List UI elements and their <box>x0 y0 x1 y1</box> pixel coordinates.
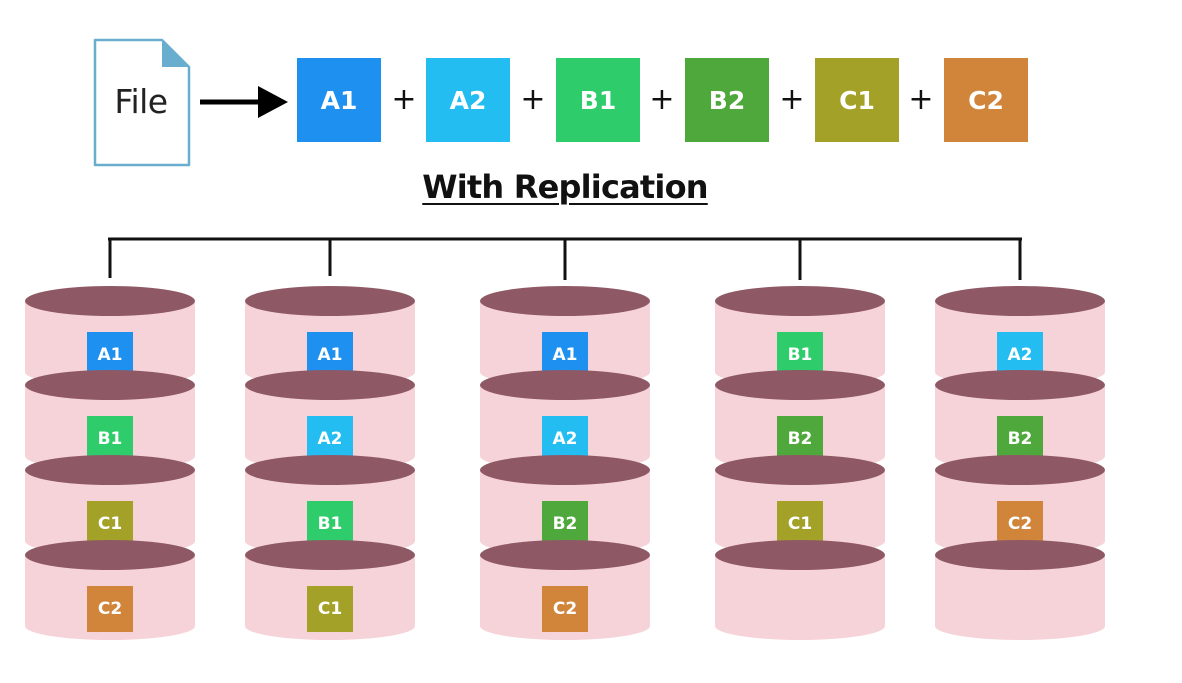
connector-tree <box>108 237 1022 280</box>
block-a1: A1 <box>297 58 381 142</box>
block-b1: B1 <box>556 58 640 142</box>
disk-segment: B1 <box>715 286 885 386</box>
disk-segment-top <box>245 540 415 570</box>
disk-segment: C1 <box>25 455 195 555</box>
disk-segment-top <box>480 455 650 485</box>
chunk-c2: C2 <box>997 501 1043 547</box>
chunk-c1: C1 <box>777 501 823 547</box>
chunk-c2: C2 <box>542 586 588 632</box>
disk-segment-top <box>25 455 195 485</box>
plus-operator: + <box>908 82 934 117</box>
arrow-right-icon <box>200 86 288 118</box>
disk-segment-top <box>935 370 1105 400</box>
disk-segment-top <box>245 370 415 400</box>
disk-segment-top <box>935 286 1105 316</box>
disk-segment-top <box>715 370 885 400</box>
disk-segment: A2 <box>935 286 1105 386</box>
block-c1: C1 <box>815 58 899 142</box>
disk-segment-top <box>480 286 650 316</box>
file-label: File <box>114 82 168 121</box>
disk-segment-top <box>715 455 885 485</box>
plus-operator: + <box>779 82 805 117</box>
file-icon <box>93 38 191 167</box>
chunk-a2: A2 <box>307 416 353 462</box>
disk-segment-top <box>935 540 1105 570</box>
chunk-b1: B1 <box>307 501 353 547</box>
chunk-c1: C1 <box>87 501 133 547</box>
disk-segment: B1 <box>245 455 415 555</box>
disk-segment-top <box>25 370 195 400</box>
chunk-b2: B2 <box>777 416 823 462</box>
block-b2: B2 <box>685 58 769 142</box>
disk-segment <box>935 540 1105 640</box>
chunk-c1: C1 <box>307 586 353 632</box>
plus-operator: + <box>391 82 417 117</box>
disk-segment-top <box>480 370 650 400</box>
disk-segment <box>715 540 885 640</box>
block-a2: A2 <box>426 58 510 142</box>
disk-segment-top <box>715 286 885 316</box>
chunk-b2: B2 <box>997 416 1043 462</box>
block-c2: C2 <box>944 58 1028 142</box>
chunk-c2: C2 <box>87 586 133 632</box>
disk-segment: A1 <box>480 286 650 386</box>
disk-segment-top <box>715 540 885 570</box>
disk-segment: C1 <box>245 540 415 640</box>
disk-segment-top <box>245 286 415 316</box>
plus-operator: + <box>649 82 675 117</box>
disk-segment: C2 <box>480 540 650 640</box>
plus-operator: + <box>520 82 546 117</box>
disk-segment-top <box>480 540 650 570</box>
chunk-b2: B2 <box>542 501 588 547</box>
chunk-a2: A2 <box>542 416 588 462</box>
diagram-heading: With Replication <box>422 168 708 206</box>
disk-segment-top <box>25 540 195 570</box>
disk-segment-top <box>935 455 1105 485</box>
disk-segment: C2 <box>25 540 195 640</box>
disk-segment-top <box>245 455 415 485</box>
disk-segment-top <box>25 286 195 316</box>
chunk-b1: B1 <box>87 416 133 462</box>
